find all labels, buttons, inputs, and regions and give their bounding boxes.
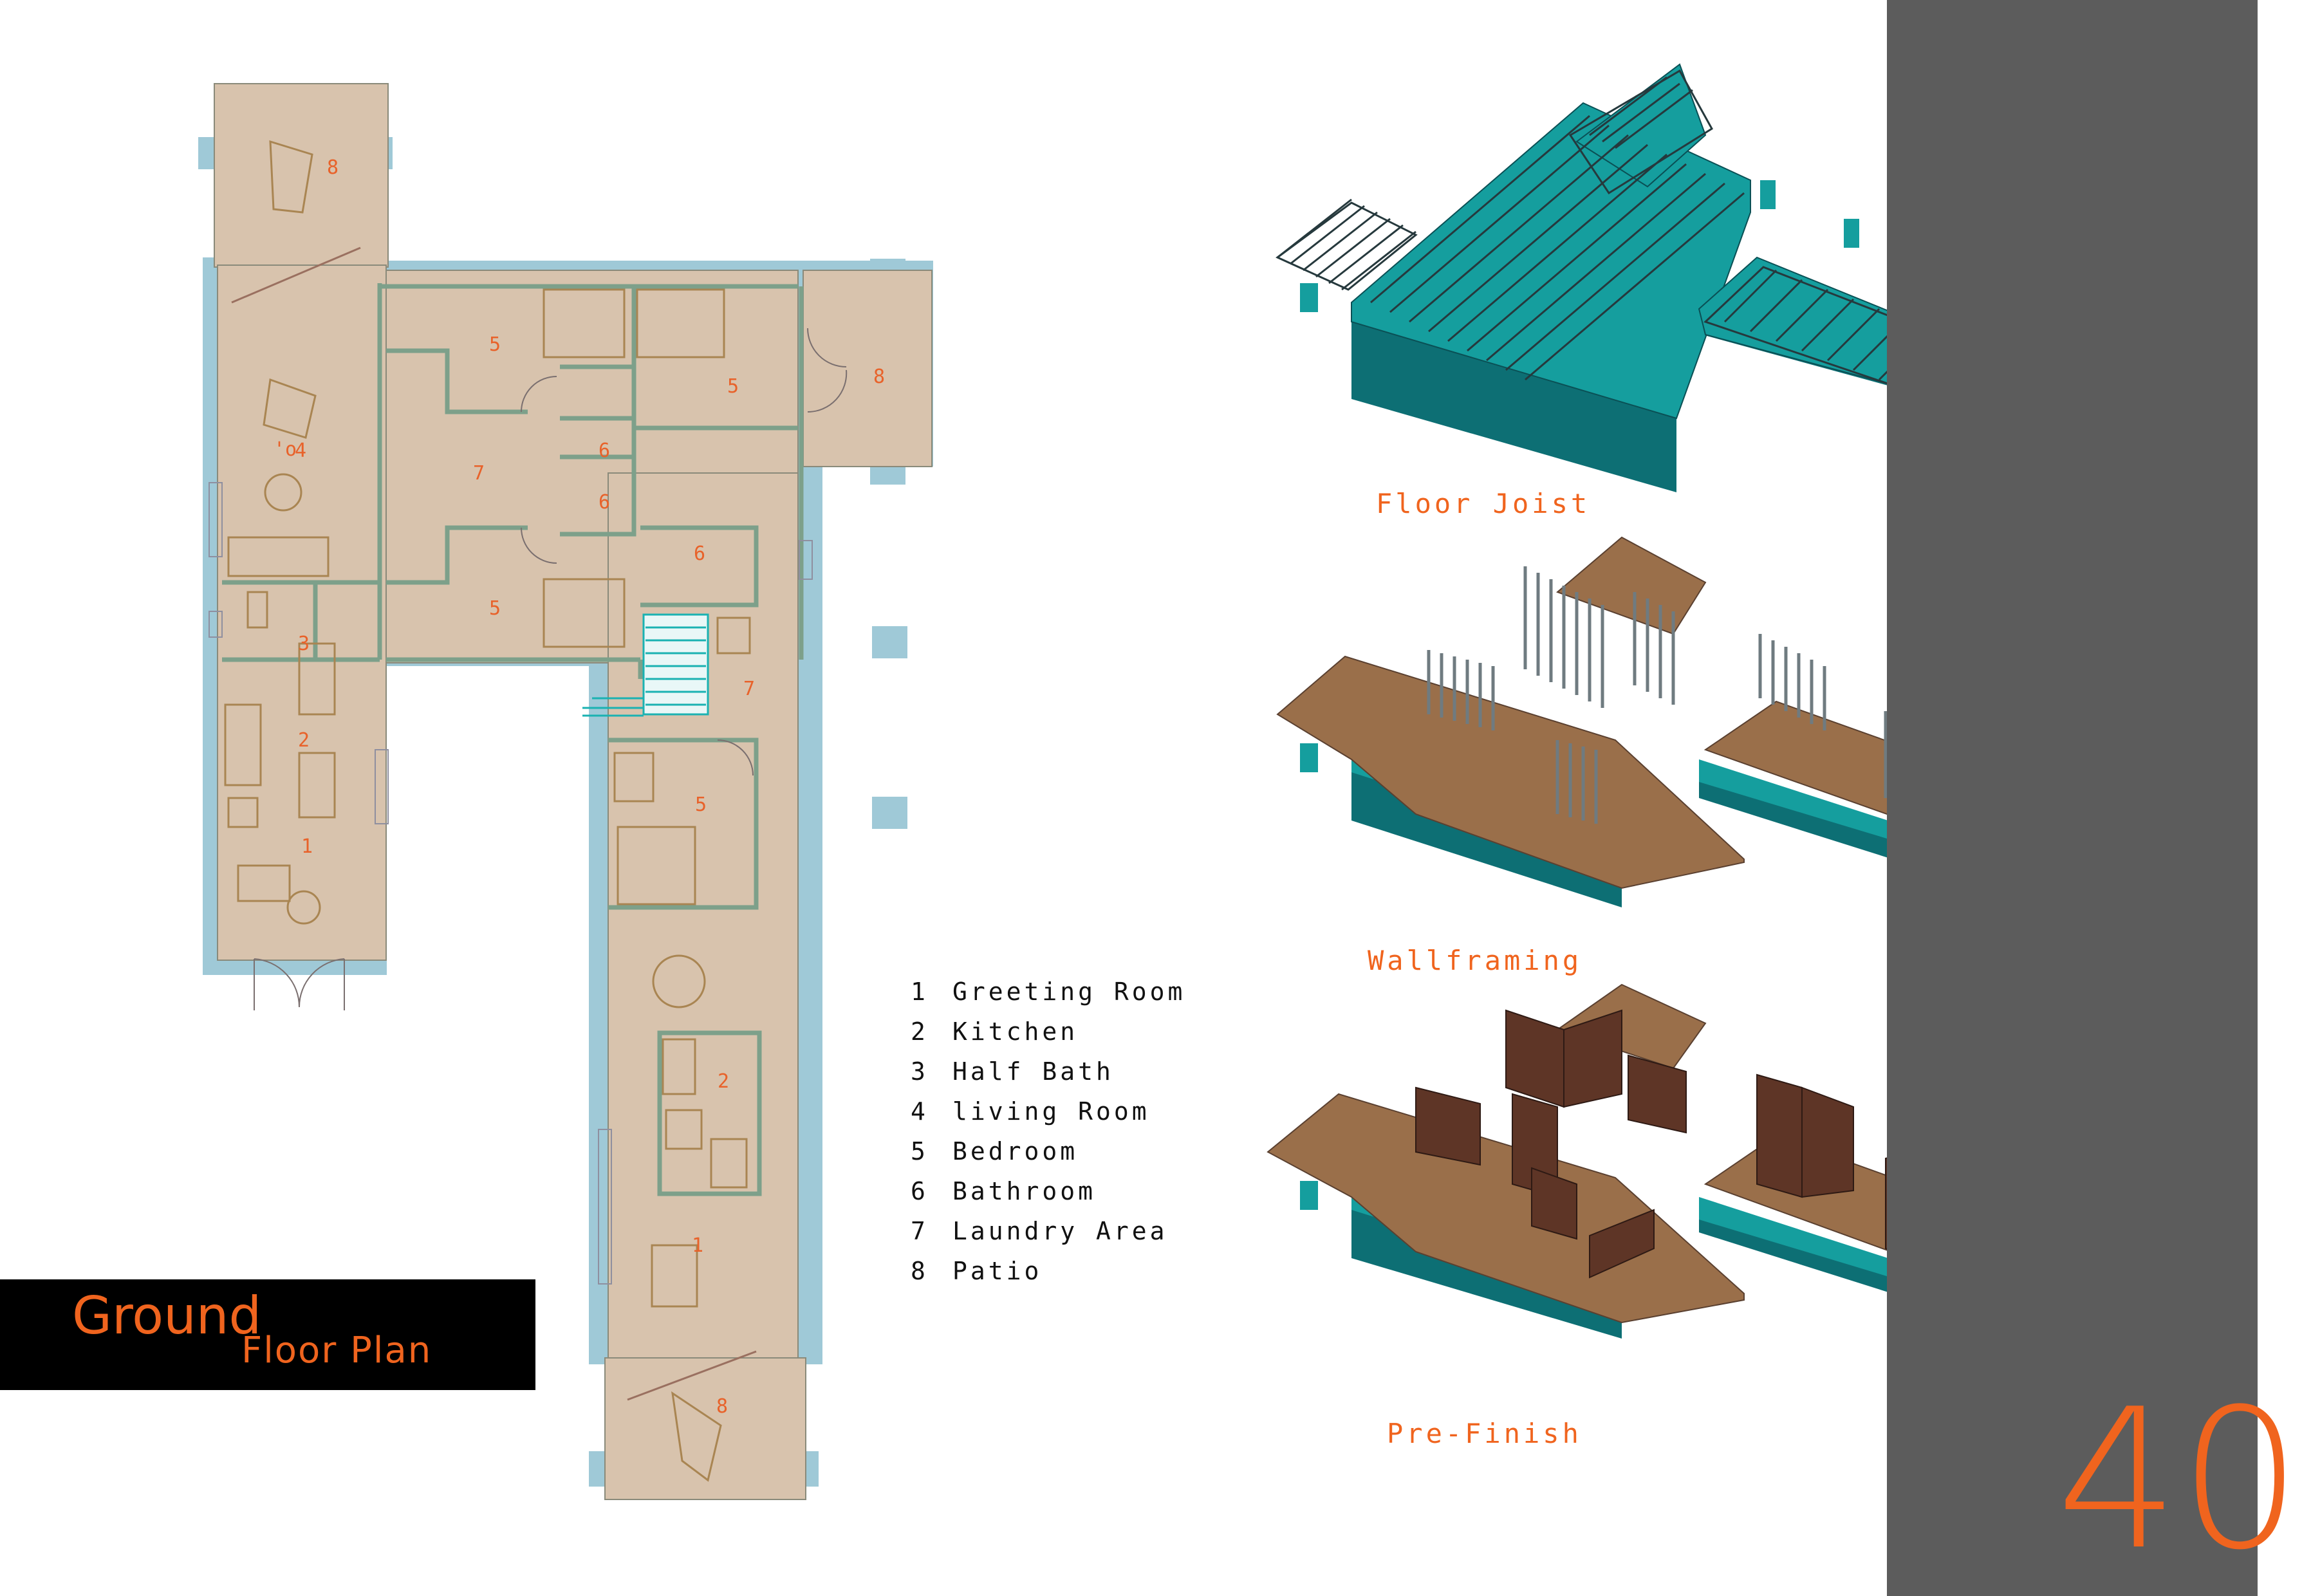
legend-label: Half Bath: [952, 1057, 1114, 1086]
legend-label: Greeting Room: [952, 978, 1186, 1006]
room-label-laundry-right: 7: [743, 678, 755, 700]
plan-stair: [582, 613, 709, 717]
legend-item: 5 Bedroom: [911, 1131, 1185, 1171]
legend-item: 6 Bathroom: [911, 1171, 1185, 1211]
room-legend: 1 Greeting Room 2 Kitchen 3 Half Bath 4 livi…: [911, 972, 1185, 1291]
legend-label: Patio: [952, 1257, 1043, 1285]
legend-number: 6: [911, 1177, 929, 1205]
plan-doors: [254, 328, 848, 1010]
room-label-bath-b: 6: [599, 491, 610, 514]
room-label-kitchen-left: 2: [298, 729, 310, 752]
legend-number: 4: [911, 1097, 929, 1126]
legend-label: living Room: [952, 1097, 1150, 1126]
room-label-bath-c: 6: [694, 543, 705, 565]
plan-furniture: [224, 140, 751, 1482]
room-label-bedroom-top: 5: [489, 333, 501, 356]
legend-item: 8 Patio: [911, 1251, 1185, 1291]
room-label-bedroom-lower: 5: [695, 793, 707, 816]
room-label-living: 4: [295, 440, 306, 462]
room-label-greeting-left: 1: [301, 835, 313, 858]
room-label-greeting-right: 1: [692, 1234, 703, 1257]
room-label-laundry-mid: 7: [473, 462, 485, 485]
legend-number: 3: [911, 1057, 929, 1086]
legend-label: Laundry Area: [952, 1217, 1168, 1245]
side-panel: [1887, 0, 2258, 1596]
room-label-bedroom-right: 5: [727, 375, 739, 398]
page-title-main: Ground: [72, 1286, 262, 1346]
label-wallframing: Wallframing: [1368, 945, 1583, 976]
title-block: [0, 1279, 535, 1390]
legend-item: 7 Laundry Area: [911, 1211, 1185, 1251]
legend-item: 3 Half Bath: [911, 1052, 1185, 1091]
room-label-cl-separator: 'o: [274, 438, 297, 461]
legend-number: 2: [911, 1017, 929, 1046]
room-label-half-bath: 3: [298, 633, 310, 655]
plan-windows: [209, 482, 813, 1285]
page-number: 40: [2056, 1368, 2302, 1592]
legend-item: 2 Kitchen: [911, 1012, 1185, 1052]
legend-item: 1 Greeting Room: [911, 972, 1185, 1012]
room-label-patio-right: 8: [873, 366, 885, 388]
room-label-bedroom-mid: 5: [489, 597, 501, 620]
legend-number: 1: [911, 978, 929, 1006]
plan-interior-walls: [222, 283, 804, 1196]
legend-number: 8: [911, 1257, 929, 1285]
legend-number: 5: [911, 1137, 929, 1165]
room-label-bath-a: 6: [599, 440, 610, 462]
legend-label: Bedroom: [952, 1137, 1079, 1165]
room-label-patio-bottom: 8: [716, 1395, 728, 1418]
label-pre-finish: Pre-Finish: [1387, 1418, 1582, 1449]
legend-label: Kitchen: [952, 1017, 1079, 1046]
room-label-kitchen-right: 2: [718, 1070, 729, 1093]
legend-item: 4 living Room: [911, 1091, 1185, 1131]
page-title-sub: Floor Plan: [241, 1330, 432, 1371]
label-floor-joist: Floor Joist: [1376, 488, 1591, 519]
plan-patio-lines: [231, 246, 757, 1401]
legend-number: 7: [911, 1217, 929, 1245]
legend-label: Bathroom: [952, 1177, 1097, 1205]
room-label-patio-top: 8: [327, 156, 339, 179]
